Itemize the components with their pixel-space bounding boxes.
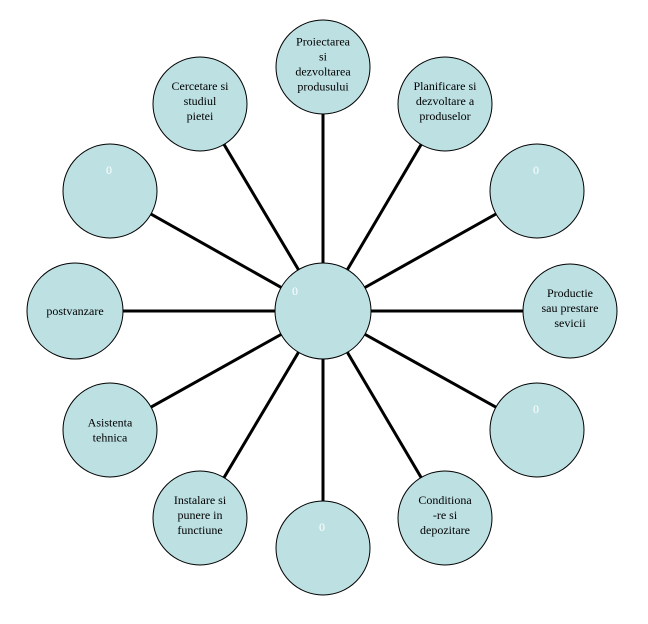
node-label-line: produsului bbox=[297, 80, 349, 94]
node-upper-left-empty: 0 bbox=[62, 143, 158, 239]
node-label-line: punere in bbox=[178, 508, 223, 522]
node-circle bbox=[489, 143, 585, 239]
node-label: 0 bbox=[533, 163, 539, 177]
node-label-line: Proiectarea bbox=[296, 35, 351, 49]
node-label: 0 bbox=[106, 163, 112, 177]
node-label-line: sevicii bbox=[554, 316, 586, 330]
node-label-line: postvanzare bbox=[46, 304, 103, 318]
node-postvanzare: postvanzare bbox=[26, 262, 124, 360]
node-label-line: si bbox=[319, 50, 328, 64]
center-node-circle bbox=[274, 262, 372, 360]
node-label-line: functiune bbox=[177, 523, 222, 537]
node-label-line: -re si bbox=[433, 508, 458, 522]
node-lower-right-empty: 0 bbox=[489, 382, 585, 478]
node-label: 0 bbox=[319, 520, 325, 534]
node-circle bbox=[397, 56, 493, 152]
node-label-line: Asistenta bbox=[88, 416, 133, 430]
node-label-line: Productie bbox=[547, 286, 593, 300]
node-circle bbox=[62, 382, 158, 478]
node-label-line: Planificare si bbox=[414, 79, 478, 93]
center-node-label: 0 bbox=[292, 284, 298, 298]
node-circle bbox=[26, 262, 124, 360]
node-label-line: Conditiona bbox=[418, 493, 472, 507]
node-label-line: dezvoltarea bbox=[295, 65, 351, 79]
node-circle bbox=[152, 56, 248, 152]
node-circle bbox=[489, 382, 585, 478]
node-label-line: studiul bbox=[184, 94, 217, 108]
node-circle bbox=[275, 500, 371, 596]
node-circle bbox=[62, 143, 158, 239]
node-upper-right-empty: 0 bbox=[489, 143, 585, 239]
node-label-line: Cercetare si bbox=[172, 79, 230, 93]
node-label-line: pietei bbox=[187, 109, 214, 123]
node-label-line: tehnica bbox=[93, 431, 128, 445]
node-label-line: produselor bbox=[419, 109, 470, 123]
center-node: 0 bbox=[274, 262, 372, 360]
node-circle bbox=[397, 470, 493, 566]
node-circle bbox=[522, 263, 618, 359]
node-label: 0 bbox=[533, 402, 539, 416]
node-label-line: dezvoltare a bbox=[416, 94, 475, 108]
node-circle bbox=[152, 470, 248, 566]
node-label-line: depozitare bbox=[420, 523, 470, 537]
node-label-line: sau prestare bbox=[542, 301, 599, 315]
node-circle bbox=[275, 19, 371, 115]
node-label-line: Instalare si bbox=[174, 493, 227, 507]
node-bottom-empty: 0 bbox=[275, 500, 371, 596]
